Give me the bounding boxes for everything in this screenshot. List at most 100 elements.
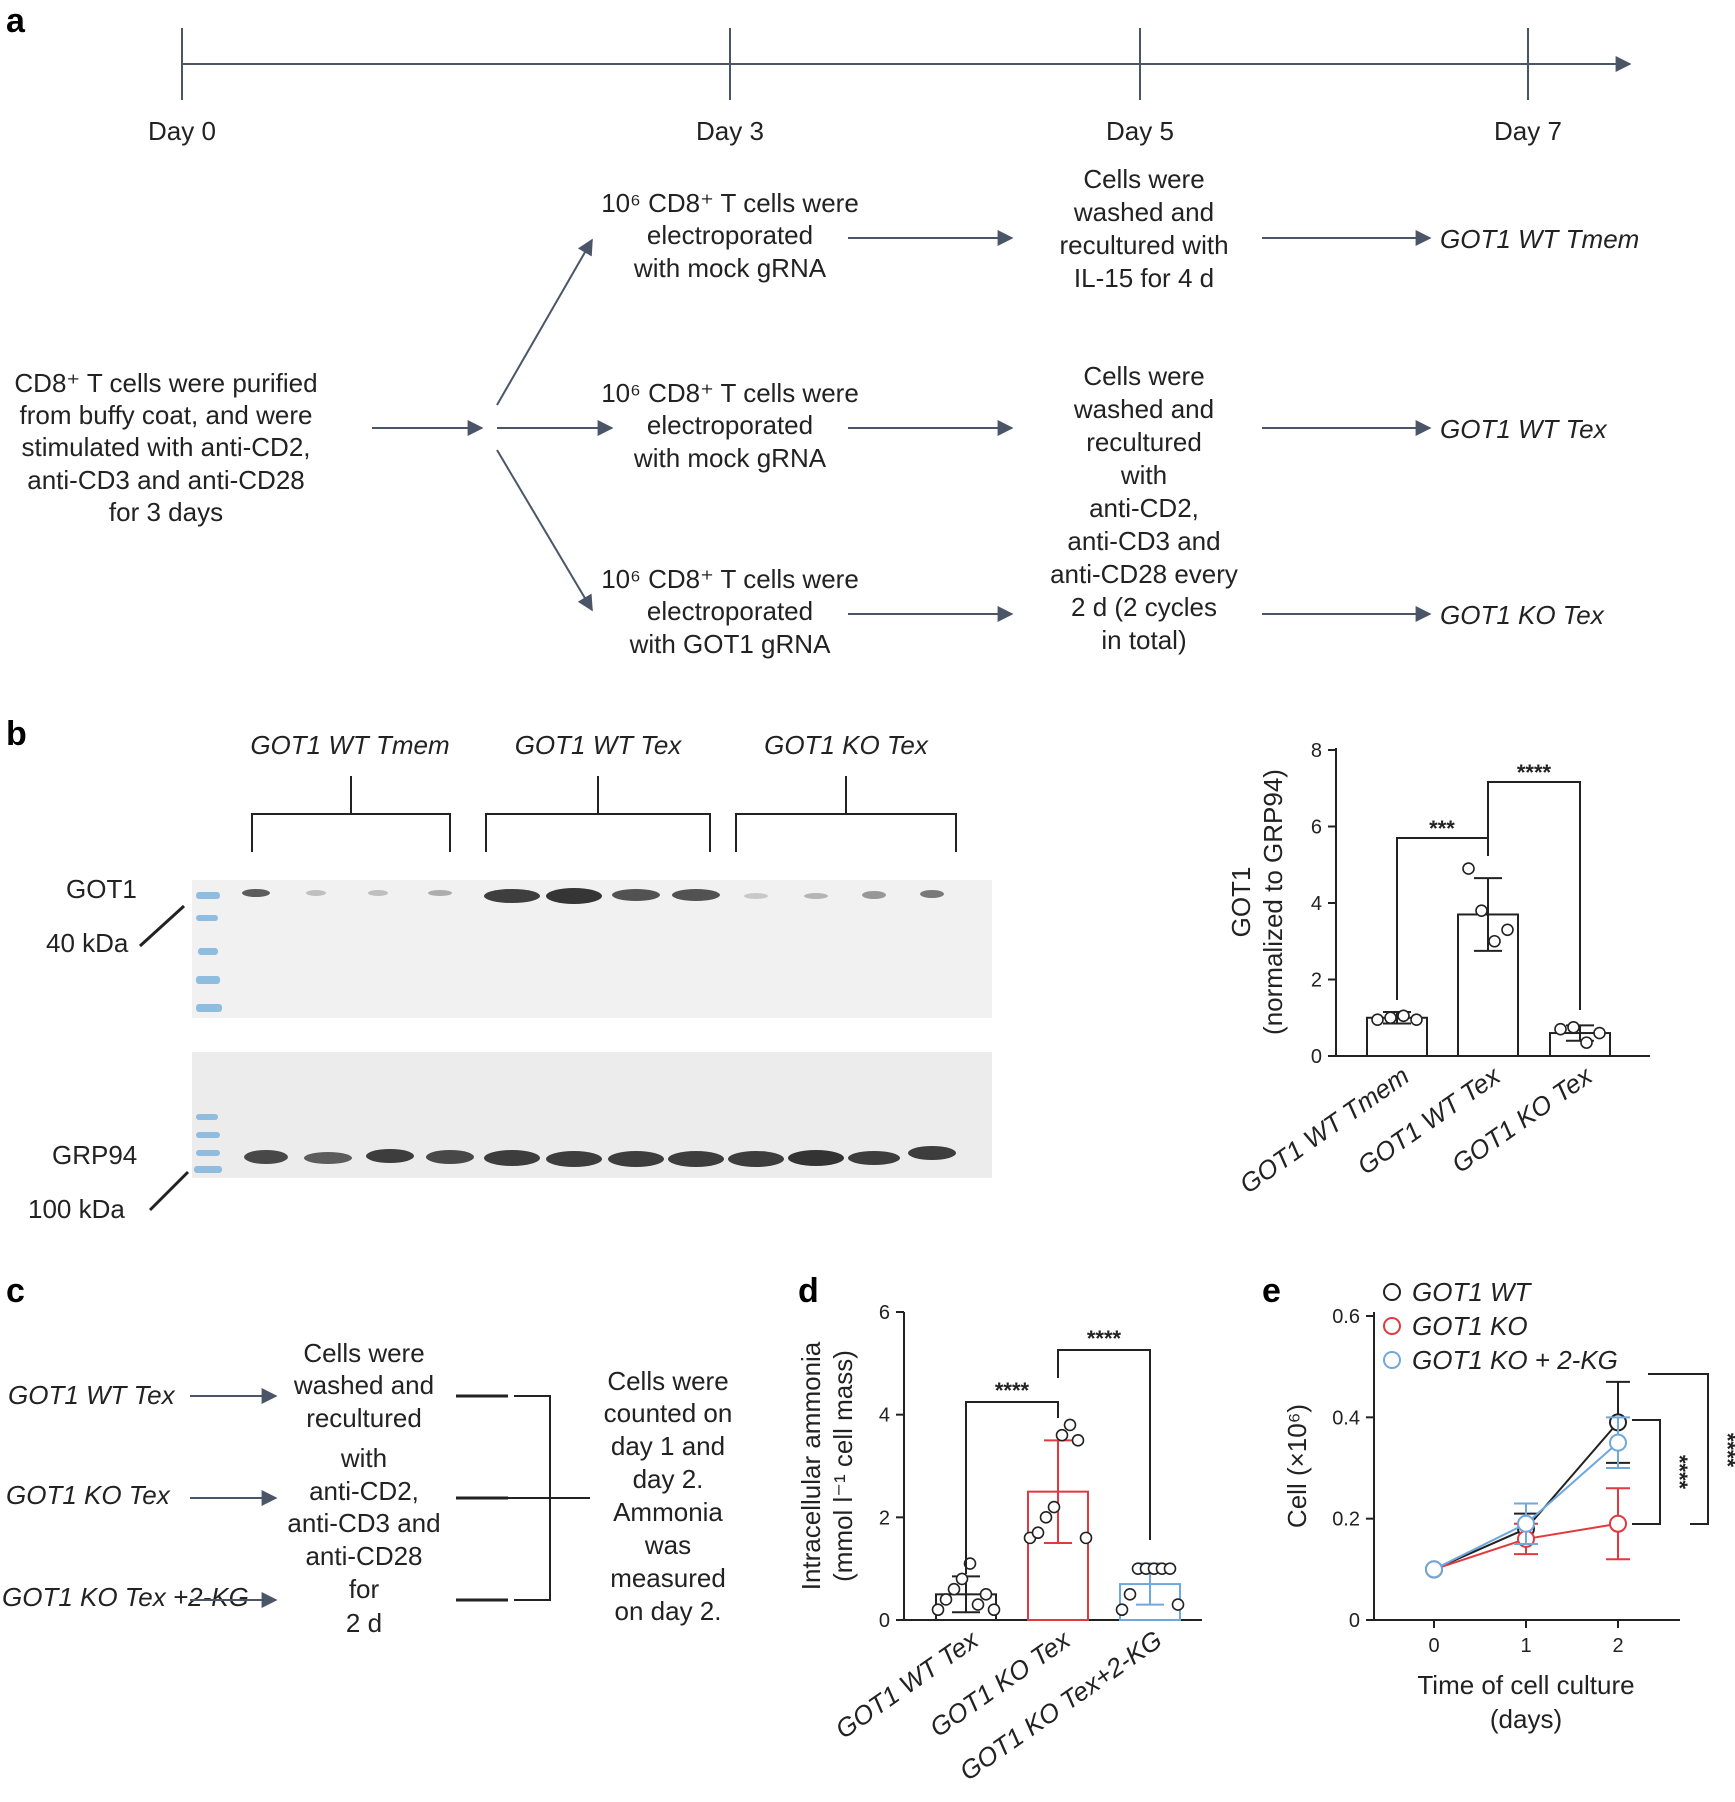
chart-e-ytick-label-2: 0.4 <box>1332 1407 1360 1429</box>
legend-marker-ko <box>1383 1317 1401 1335</box>
chart-b-point-2-3 <box>1593 1026 1606 1040</box>
blot-group-labels: GOT1 WT Tmem GOT1 WT Tex GOT1 KO Tex <box>250 730 929 760</box>
chart-d-ylabel: Intracellular ammonia (mmol l⁻¹ cell mas… <box>796 1341 858 1590</box>
svg-text:GOT1: GOT1 <box>66 874 137 904</box>
svg-text:40 kDa: 40 kDa <box>46 928 129 958</box>
svg-text:anti-CD28 every: anti-CD28 every <box>1050 559 1238 589</box>
timeline: Day 0 Day 3 Day 5 Day 7 <box>148 28 1632 146</box>
chart-e-sig-1: **** <box>1667 1455 1692 1490</box>
svg-text:for 3 days: for 3 days <box>109 497 223 527</box>
chart-d-point-0-7 <box>987 1603 1001 1617</box>
svg-text:10⁶ CD8⁺ T cells were: 10⁶ CD8⁺ T cells were <box>601 564 859 594</box>
chart-d-point-0-3 <box>955 1572 969 1586</box>
svg-text:2 d (2 cycles: 2 d (2 cycles <box>1071 592 1217 622</box>
legend-label-ko-2kg: GOT1 KO + 2-KG <box>1412 1345 1618 1375</box>
panel-c-bracket <box>456 1394 590 1602</box>
chart-d-point-2-0 <box>1115 1603 1129 1617</box>
svg-text:anti-CD3 and: anti-CD3 and <box>287 1508 440 1538</box>
panel-c-arrows <box>190 1388 278 1608</box>
panel-c-right: Cells were counted on day 1 and day 2. A… <box>604 1366 733 1626</box>
chart-d-point-1-2 <box>1039 1511 1053 1524</box>
panel-label-c: c <box>6 1272 25 1310</box>
chart-b-point-2-1 <box>1567 1021 1580 1034</box>
svg-text:recultured with: recultured with <box>1059 230 1228 260</box>
legend-label-ko: GOT1 KO <box>1412 1311 1528 1341</box>
chart-b-ytick-label-2: 4 <box>1311 893 1322 915</box>
svg-text:(mmol l⁻¹ cell mass): (mmol l⁻¹ cell mass) <box>828 1350 858 1582</box>
chart-b-point-1-1 <box>1475 904 1488 917</box>
chart-d-point-1-7 <box>1079 1531 1093 1545</box>
svg-text:Ammonia: Ammonia <box>613 1497 723 1527</box>
chart-d-ytick-label-0: 0 <box>879 1610 890 1632</box>
chart-e-legend: GOT1 WT GOT1 KO GOT1 KO + 2-KG <box>1383 1277 1618 1375</box>
svg-text:with mock gRNA: with mock gRNA <box>633 253 827 283</box>
chart-e-ytick-label-3: 0.6 <box>1332 1306 1360 1328</box>
svg-text:GOT1 KO Tex: GOT1 KO Tex <box>764 730 929 760</box>
chart-b-sig-2: **** <box>1517 760 1552 785</box>
grp94-blot <box>192 1052 992 1178</box>
svg-text:IL-15 for 4 d: IL-15 for 4 d <box>1074 263 1214 293</box>
outcome-ko-tex: GOT1 KO Tex <box>1440 600 1605 630</box>
svg-text:anti-CD2,: anti-CD2, <box>309 1476 419 1506</box>
chart-d-point-0-2 <box>947 1582 961 1596</box>
svg-text:measured: measured <box>610 1563 726 1593</box>
chart-d-sig-1: **** <box>995 1378 1030 1403</box>
chart-e-xtick-label-1: 1 <box>1520 1635 1531 1657</box>
svg-text:counted on: counted on <box>604 1398 733 1428</box>
svg-text:was: was <box>644 1530 691 1560</box>
chart-b-point-1-3 <box>1501 923 1514 937</box>
chart-d-point-1-3 <box>1047 1500 1061 1514</box>
got1-blot <box>192 880 992 1018</box>
chart-d-point-1-1 <box>1031 1526 1045 1540</box>
svg-text:GOT1 WT Tmem: GOT1 WT Tmem <box>250 730 449 760</box>
chart-b-ylabel: GOT1 (normalized to GRP94) <box>1226 769 1288 1035</box>
svg-text:with: with <box>340 1443 387 1473</box>
svg-text:CD8⁺ T cells were purified: CD8⁺ T cells were purified <box>14 368 317 398</box>
chart-d-sig-2: **** <box>1087 1326 1122 1351</box>
chart-d-point-2-1 <box>1123 1588 1137 1601</box>
start-text: CD8⁺ T cells were purified from buffy co… <box>14 368 317 527</box>
svg-text:GOT1 WT Tex: GOT1 WT Tex <box>8 1380 176 1410</box>
svg-text:day 1 and: day 1 and <box>611 1431 725 1461</box>
chart-e-point-1-2 <box>1609 1514 1627 1533</box>
svg-text:100 kDa: 100 kDa <box>28 1194 125 1224</box>
svg-text:electroporated: electroporated <box>647 220 813 250</box>
chart-b-point-2-0 <box>1554 1022 1567 1036</box>
svg-text:recultured: recultured <box>306 1403 422 1433</box>
chart-b-point-1-0 <box>1462 862 1475 875</box>
chart-b-ytick-label-4: 8 <box>1311 740 1322 762</box>
panel-label-a: a <box>6 2 26 40</box>
svg-text:(normalized to GRP94): (normalized to GRP94) <box>1258 769 1288 1035</box>
svg-text:electroporated: electroporated <box>647 596 813 626</box>
chart-e-xtick-label-0: 0 <box>1428 1635 1439 1657</box>
svg-text:GOT1 KO Tex +2-KG: GOT1 KO Tex +2-KG <box>2 1582 249 1612</box>
svg-text:Cells were: Cells were <box>607 1366 728 1396</box>
svg-text:in total): in total) <box>1101 625 1186 655</box>
svg-text:on day 2.: on day 2. <box>615 1596 722 1626</box>
chart-d-point-1-4 <box>1055 1428 1069 1442</box>
svg-text:recultured: recultured <box>1086 427 1202 457</box>
chart-b-ytick-label-0: 0 <box>1311 1046 1322 1068</box>
electroporation-got1: 10⁶ CD8⁺ T cells were electroporated wit… <box>601 564 859 659</box>
chart-e-xlabel-1: Time of cell culture <box>1417 1670 1634 1700</box>
chart-d-point-0-1 <box>939 1593 953 1606</box>
day-7-label: Day 7 <box>1494 116 1562 146</box>
day-0-label: Day 0 <box>148 116 216 146</box>
chart-d-point-0-4 <box>963 1557 977 1570</box>
panel-label-b: b <box>6 715 27 753</box>
svg-text:GOT1 WT Tex: GOT1 WT Tex <box>515 730 683 760</box>
chart-d-point-2-7 <box>1171 1598 1185 1611</box>
chart-d-ytick-label-1: 2 <box>879 1507 890 1529</box>
legend-label-wt: GOT1 WT <box>1412 1277 1533 1307</box>
legend-marker-wt <box>1383 1283 1401 1301</box>
chart-e-point-2-1 <box>1517 1514 1535 1533</box>
svg-text:anti-CD3 and anti-CD28: anti-CD3 and anti-CD28 <box>27 465 304 495</box>
svg-text:10⁶ CD8⁺ T cells were: 10⁶ CD8⁺ T cells were <box>601 378 859 408</box>
svg-text:with: with <box>1120 460 1167 490</box>
svg-text:Cells were: Cells were <box>1083 164 1204 194</box>
svg-text:from buffy coat, and were: from buffy coat, and were <box>20 400 313 430</box>
chart-d-point-0-0 <box>931 1603 945 1617</box>
